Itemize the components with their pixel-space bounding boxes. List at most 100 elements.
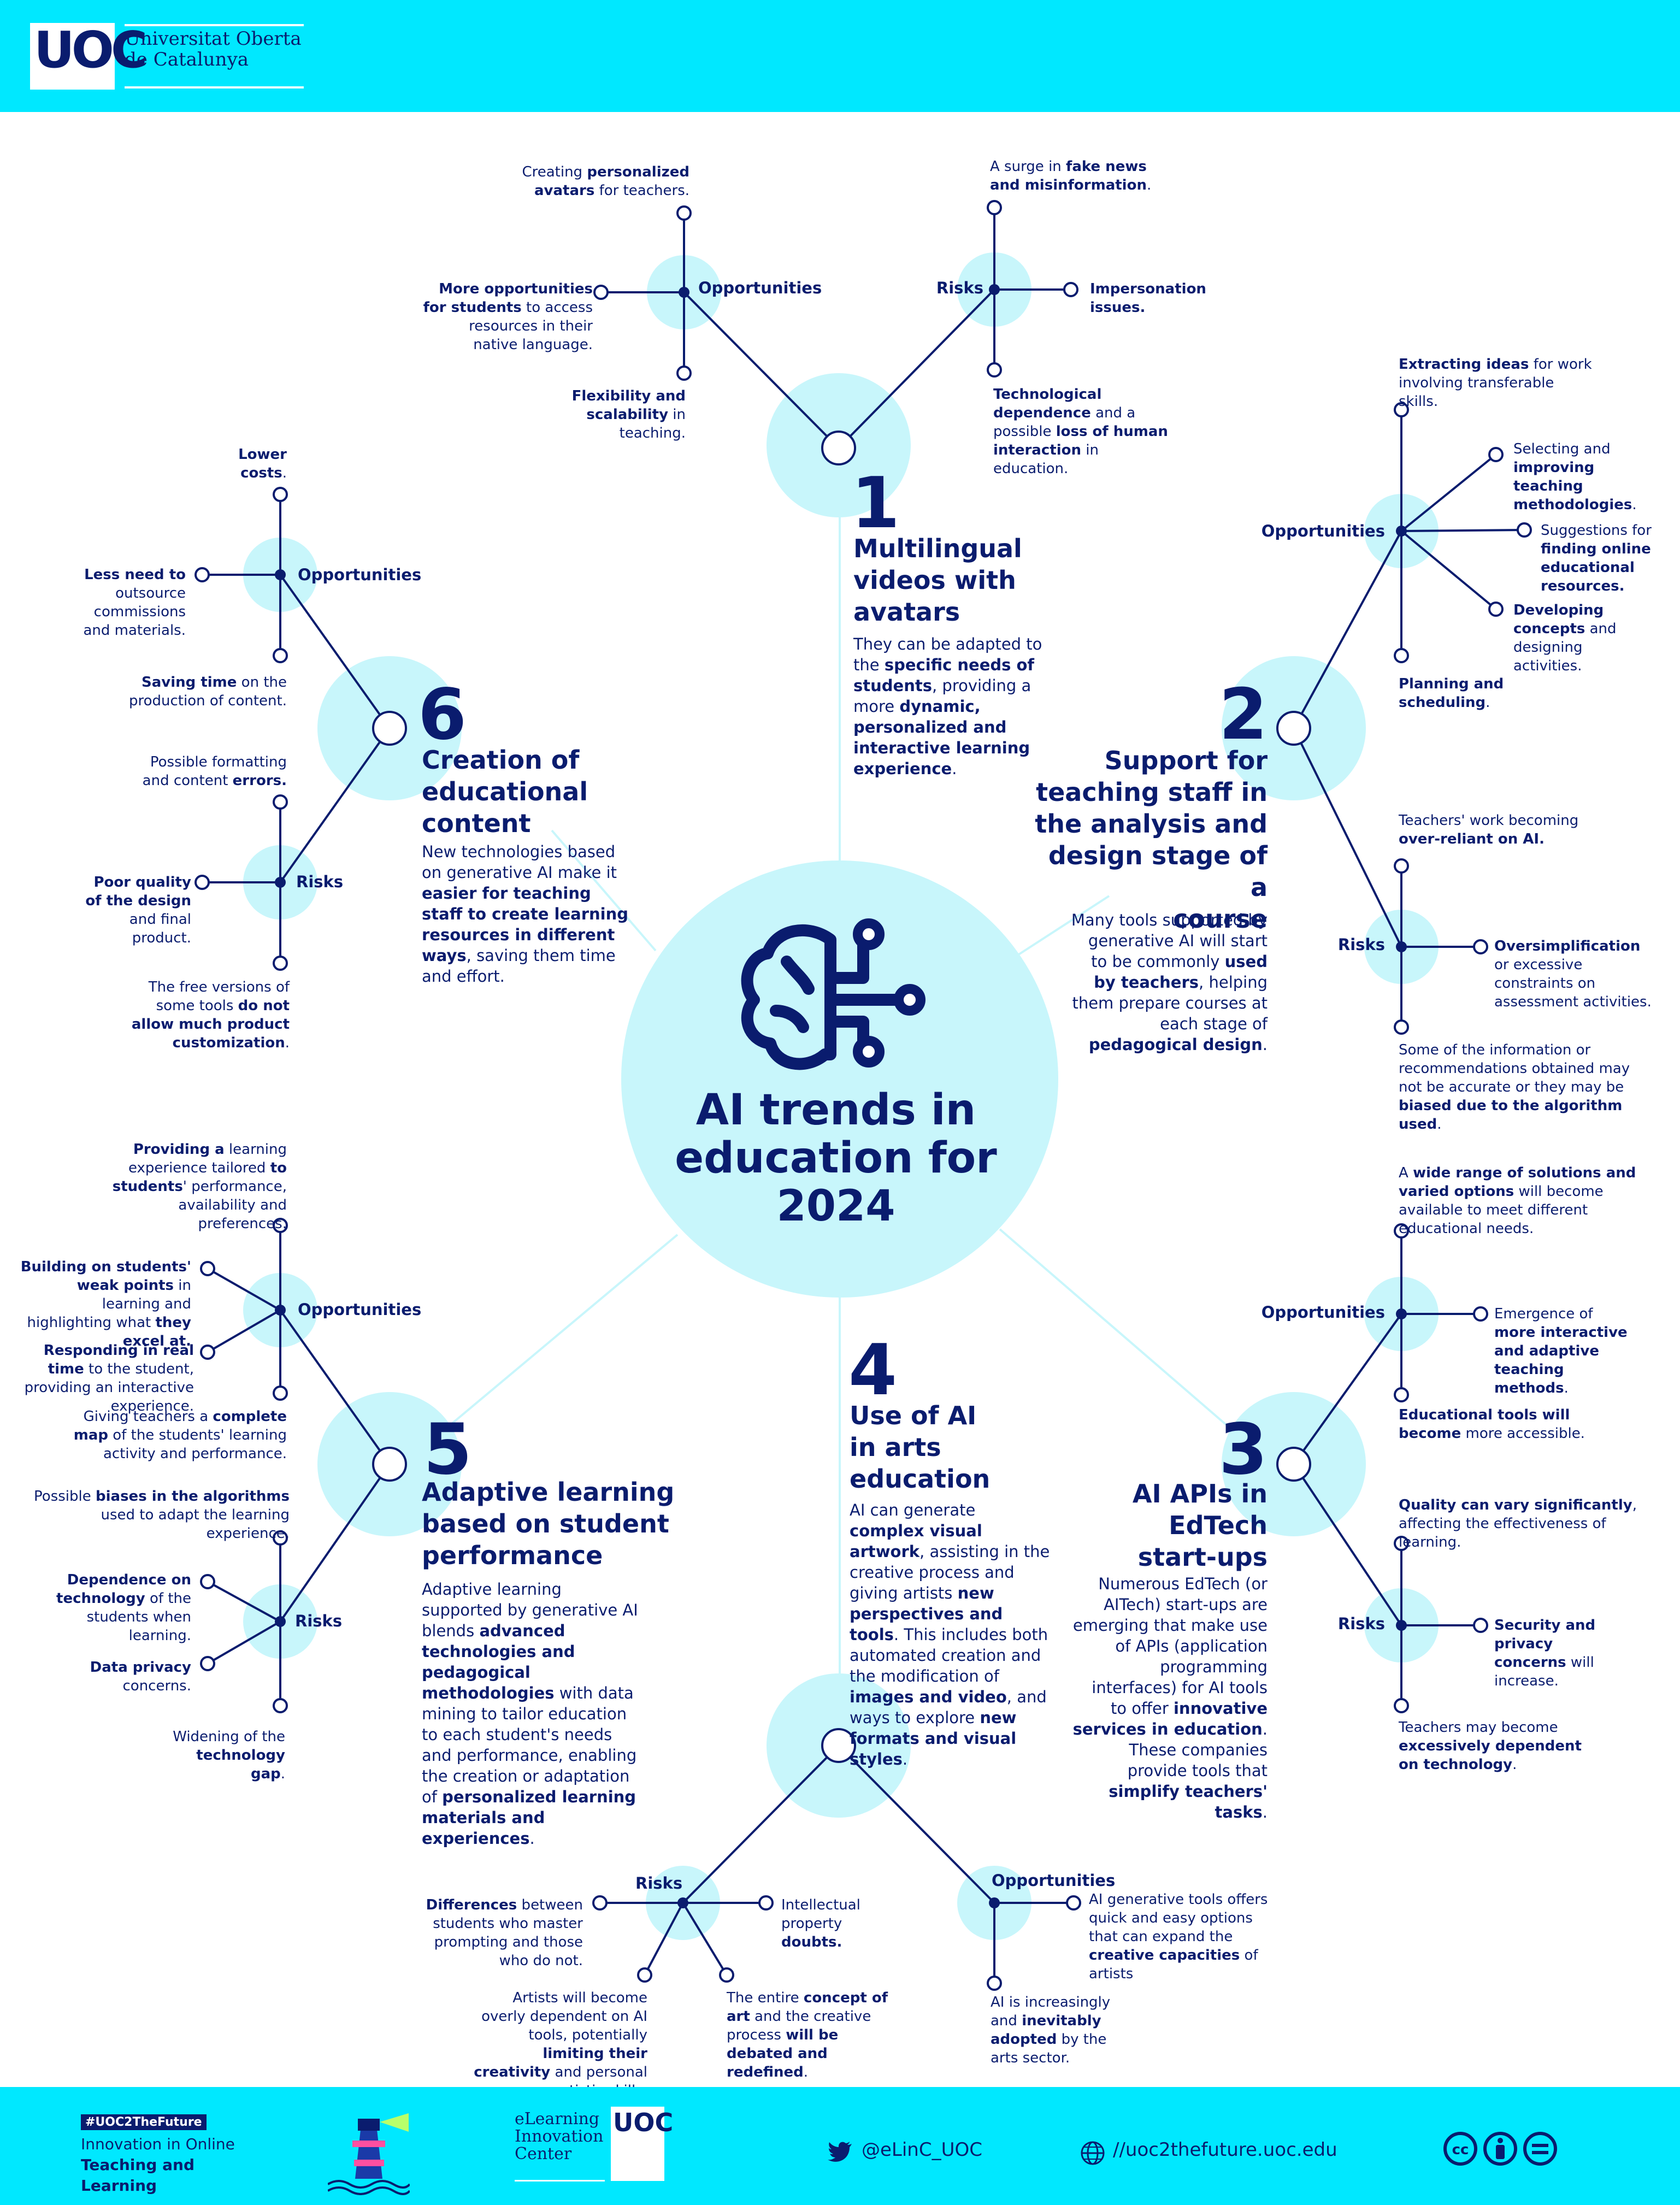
trend-1-opp-1: Creating personalized avatars for teache… <box>522 164 689 199</box>
trend-6-opp-1: Lower costs. <box>238 446 287 481</box>
trend-2-opp-5: Planning and scheduling. <box>1399 676 1504 711</box>
trend-3-risk-2: Security and privacy concerns will incre… <box>1494 1617 1596 1689</box>
trend-4-risk-2: Intellectual property doubts. <box>781 1897 860 1950</box>
license-icons: cc <box>1443 2132 1557 2166</box>
trend-5-number: 5 <box>423 1409 473 1490</box>
trend-3-risk-1: Quality can vary significantly, affectin… <box>1399 1497 1637 1550</box>
trend-1-opp-3: Flexibility and scalability in teaching. <box>571 388 686 441</box>
trend-5-risk-2: Dependence on technology of the students… <box>56 1572 191 1644</box>
trend-6-description: New technologies based on generative AI … <box>422 842 628 986</box>
trend-1-risks-label: Risks <box>936 279 983 297</box>
hub-2 <box>1276 711 1311 746</box>
trend-5-opp-1: Providing a learning experience tailored… <box>112 1141 287 1232</box>
center-title-line-2: education for <box>675 1134 997 1183</box>
trend-2-opportunities-label: Opportunities <box>1261 522 1385 540</box>
cc-icon <box>1443 2132 1477 2166</box>
trend-5-opportunities-label: Opportunities <box>298 1300 422 1319</box>
trend-6-opp-2: Less need to outsource commissions and m… <box>83 567 186 639</box>
center-title-line-1: AI trends in <box>695 1086 976 1135</box>
center-circle <box>621 860 1058 1298</box>
trend-2-opp-2: Selecting and improving teaching methodo… <box>1513 441 1637 513</box>
logo-line-1: Universitat Oberta <box>125 28 302 50</box>
header-bar: UOC Universitat Oberta de Catalunya <box>0 0 1680 112</box>
center-title-line-3: 2024 <box>776 1182 895 1231</box>
trend-6-risk-3: The free versions of some tools do not a… <box>131 979 290 1051</box>
trend-6-risk-1: Possible formatting and content errors. <box>142 754 287 789</box>
brain-circuit-icon <box>741 924 902 1070</box>
trend-4-risk-3: Artists will become overly dependent on … <box>474 1990 647 2099</box>
trend-3-opp-3: Educational tools will become more acces… <box>1399 1407 1585 1442</box>
globe-icon <box>1081 2141 1105 2165</box>
program-name: Innovation in Online Teaching and Learni… <box>81 2135 235 2195</box>
trend-5-opp-3: Responding in real time to the student, … <box>24 1342 194 1414</box>
uoc-logo-text: Universitat Oberta de Catalunya <box>125 28 302 70</box>
trend-5-risks-label: Risks <box>295 1612 343 1630</box>
twitter-handle[interactable]: @eLinC_UOC <box>862 2139 982 2161</box>
trend-5-opp-2: Building on students' weak points in lea… <box>20 1259 191 1349</box>
elinc-rule <box>515 2180 605 2182</box>
website-link[interactable]: //uoc2thefuture.uoc.edu <box>1113 2139 1337 2161</box>
trend-2-opp-3: Suggestions for finding online education… <box>1541 522 1652 594</box>
uoc-logo-box <box>30 23 115 90</box>
trend-5-risk-4: Widening of the technology gap. <box>173 1729 285 1782</box>
hub-4 <box>821 1728 856 1763</box>
trend-4-description: AI can generate complex visual artwork, … <box>850 1501 1050 1768</box>
hashtag-badge: #UOC2TheFuture <box>81 2114 207 2130</box>
trend-4-risk-1: Differences between students who master … <box>426 1897 583 1969</box>
trend-3-risks-label: Risks <box>1337 1614 1385 1633</box>
elinc-logo-text: eLearning Innovation Center <box>515 2109 604 2163</box>
trend-1-description: They can be adapted to the specific need… <box>853 635 1042 778</box>
trend-1-opp-2: More opportunities for students to acces… <box>423 281 593 353</box>
trend-5-description: Adaptive learning supported by generativ… <box>422 1580 638 1848</box>
trend-1-opportunities-label: Opportunities <box>698 279 822 297</box>
trend-1-risk-1: A surge in fake news and misinformation. <box>990 158 1152 193</box>
uoc-small-logo: UOC <box>611 2107 673 2181</box>
trend-3-description: Numerous EdTech (or AITech) start-ups ar… <box>1072 1575 1268 1821</box>
twitter-icon[interactable] <box>828 2141 853 2162</box>
trend-2-risks-label: Risks <box>1337 935 1385 954</box>
trend-6-risks-label: Risks <box>296 872 344 891</box>
trend-3-opp-2: Emergence of more interactive and adapti… <box>1494 1306 1628 1396</box>
trend-5-opp-4: Giving teachers a complete map of the st… <box>73 1408 287 1462</box>
hub-1 <box>821 431 856 465</box>
trend-2-risk-3: Some of the information or recommendatio… <box>1399 1042 1630 1133</box>
trend-3-number: 3 <box>1218 1409 1268 1490</box>
trend-5-risk-3: Data privacy concerns. <box>90 1659 191 1694</box>
trend-6-risk-2: Poor quality of the design and final pro… <box>85 874 191 946</box>
trend-5-risk-1: Possible biases in the algorithms used t… <box>34 1488 290 1542</box>
by-icon <box>1483 2132 1517 2166</box>
trend-2-opp-4: Developing concepts and designing activi… <box>1513 602 1617 674</box>
trend-3-risk-3: Teachers may become excessively dependen… <box>1399 1719 1582 1773</box>
svg-text:cc: cc <box>1452 2142 1469 2158</box>
lighthouse-icon <box>328 2113 410 2195</box>
hub-6 <box>372 711 407 746</box>
logo-line-2: de Catalunya <box>125 49 249 70</box>
nd-icon <box>1523 2132 1557 2166</box>
trend-2-number: 2 <box>1218 674 1268 756</box>
trend-4-risks-label: Risks <box>635 1874 683 1892</box>
trend-6-opportunities-label: Opportunities <box>298 565 422 584</box>
trend-2-risk-1: Teachers' work becoming over-reliant on … <box>1399 812 1579 847</box>
trend-2-opp-1: Extracting ideas for work involving tran… <box>1399 356 1592 410</box>
center-title: AI trends in education for 2024 <box>623 1086 1049 1230</box>
trend-4-opp-1: AI generative tools offers quick and eas… <box>1089 1891 1268 1982</box>
trend-3-opportunities-label: Opportunities <box>1261 1303 1385 1322</box>
trend-2-risk-2: Oversimplification or excessive constrai… <box>1494 938 1652 1010</box>
logo-rule-top <box>125 24 304 26</box>
hub-3 <box>1276 1447 1311 1482</box>
trend-4-opportunities-label: Opportunities <box>992 1871 1116 1890</box>
trend-4-number: 4 <box>848 1330 898 1411</box>
trend-1-risk-2: Impersonation issues. <box>1090 281 1206 316</box>
trend-1-risk-3: Technological dependence and a possible … <box>993 386 1168 477</box>
trend-6-number: 6 <box>418 674 467 756</box>
trend-1-number: 1 <box>851 463 900 544</box>
trend-6-opp-3: Saving time on the production of content… <box>128 674 287 709</box>
trend-2-description: Many tools supported by generative AI wi… <box>1071 911 1268 1054</box>
